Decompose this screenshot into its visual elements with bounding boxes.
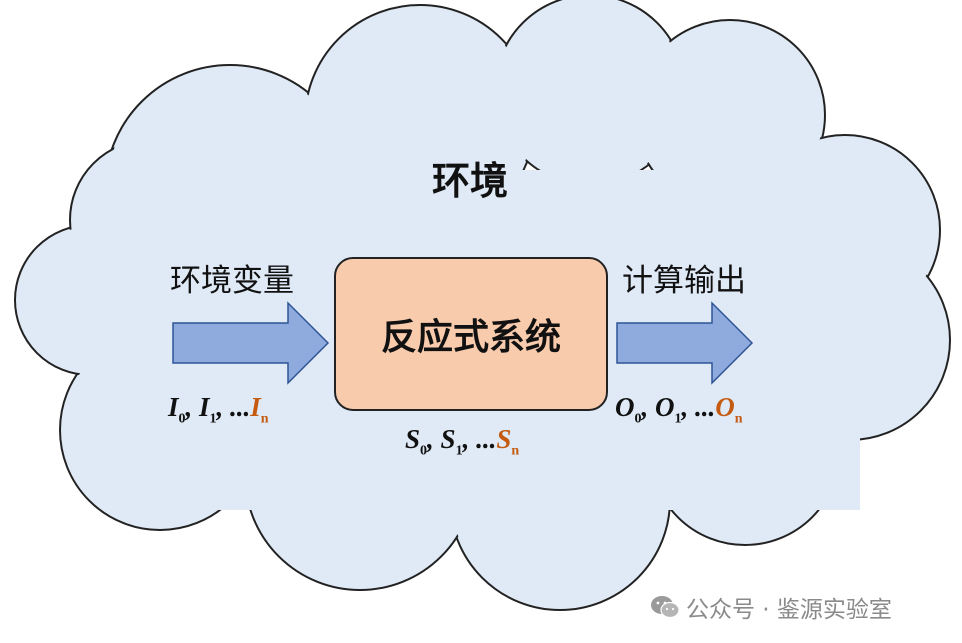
input-subscript-n: n <box>260 411 269 427</box>
output-subscript-n: n <box>734 411 743 427</box>
output-label: 计算输出 <box>622 263 746 299</box>
system-label: 反应式系统 <box>335 258 607 410</box>
input-symbol-1: I <box>199 392 210 422</box>
state-symbol-n: S <box>496 424 512 454</box>
output-subscript-0: 0 <box>634 411 642 427</box>
output-arrow <box>616 301 754 385</box>
watermark: 公众号 · 鉴源实验室 <box>650 590 892 624</box>
input-sequence: I0, I1, ...In <box>168 392 269 427</box>
state-subscript-0: 0 <box>420 443 428 459</box>
input-arrow <box>172 301 330 385</box>
state-subscript-1: 1 <box>455 443 463 459</box>
state-symbol-1: S <box>440 424 456 454</box>
output-symbol-1: O <box>655 392 675 422</box>
output-symbol-n: O <box>715 392 735 422</box>
output-sequence: O0, O1, ...On <box>615 392 743 427</box>
input-subscript-0: 0 <box>178 411 186 427</box>
output-subscript-1: 1 <box>674 411 682 427</box>
wechat-icon <box>651 596 680 619</box>
output-symbol-0: O <box>615 392 635 422</box>
input-symbol-n: I <box>250 392 261 422</box>
state-subscript-n: n <box>511 443 520 459</box>
watermark-text: 公众号 · 鉴源实验室 <box>686 597 892 623</box>
input-label: 环境变量 <box>170 263 294 299</box>
input-symbol-0: I <box>168 392 179 422</box>
environment-title: 环境 <box>432 159 509 203</box>
state-sequence: S0, S1, ...Sn <box>405 424 520 459</box>
state-symbol-0: S <box>405 424 421 454</box>
system-label-text: 反应式系统 <box>380 317 561 358</box>
state-ellipsis: ... <box>476 424 497 454</box>
output-ellipsis: ... <box>695 392 716 422</box>
input-ellipsis: ... <box>230 392 251 422</box>
input-subscript-1: 1 <box>209 411 217 427</box>
system-box <box>334 257 608 411</box>
